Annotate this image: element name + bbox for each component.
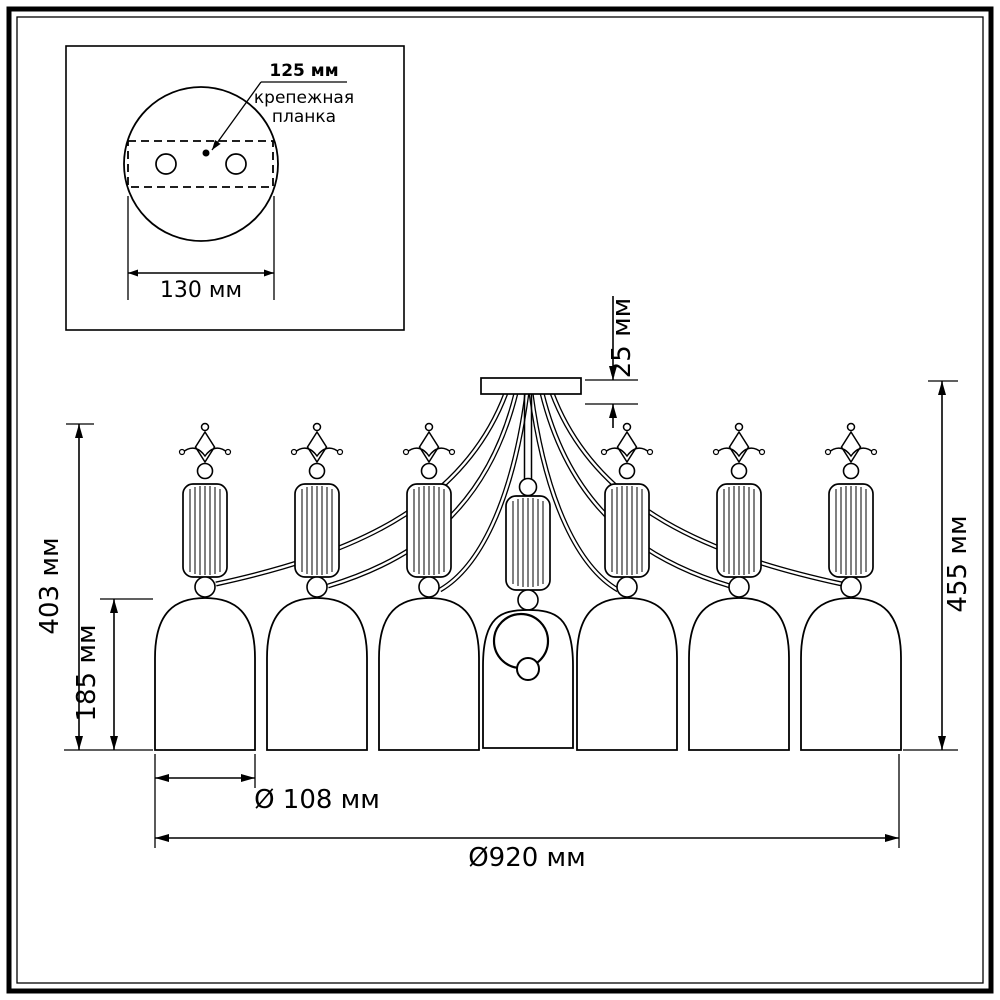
inner-frame xyxy=(16,16,984,984)
dimension-plate-width: 130 мм xyxy=(127,196,275,303)
center-point xyxy=(202,149,210,157)
lamp-6 xyxy=(688,422,790,751)
dimension-shade-height: 185 мм xyxy=(72,598,153,750)
plate-label-line2: планка xyxy=(272,107,336,127)
dim-total-height-label: 455 мм xyxy=(943,515,973,612)
screw-hole-left xyxy=(155,153,177,175)
center-lamp xyxy=(482,394,574,749)
dim-canopy-height-label: 25 мм xyxy=(607,298,637,379)
chandelier xyxy=(154,377,902,751)
dimension-total-height: 455 мм xyxy=(903,380,973,751)
arm-right-outer xyxy=(549,392,843,587)
mounting-bracket-dashed xyxy=(127,140,274,188)
outer-frame xyxy=(6,6,994,994)
center-upper-ball xyxy=(518,477,538,497)
arm-right-inner-inner xyxy=(529,392,619,592)
lamp-7 xyxy=(800,422,902,751)
center-neck-ball xyxy=(517,589,539,611)
dim-fixture-height-label: 403 мм xyxy=(35,537,65,634)
dim-plate-width-label: 130 мм xyxy=(160,278,242,303)
arm-left-inner-inner xyxy=(439,392,529,592)
dimension-total-diameter: Ø920 мм xyxy=(155,754,900,873)
dim-total-diameter-label: Ø920 мм xyxy=(468,843,586,873)
leader-line xyxy=(211,81,262,151)
arm-right-outer-inner xyxy=(550,392,843,586)
extension-line xyxy=(127,196,275,300)
plate-offset-label: 125 мм xyxy=(269,61,338,81)
mounting-plate-inset: 125 мм крепежная планка 130 мм xyxy=(65,45,405,331)
decor-ball xyxy=(516,657,540,681)
lamp-5 xyxy=(576,422,678,751)
center-ribs xyxy=(512,498,544,587)
arm-left-outer-inner xyxy=(215,392,508,586)
dimension-shade-diameter: Ø 108 мм xyxy=(154,754,380,848)
canopy-circle xyxy=(123,86,279,242)
arm-left-outer xyxy=(215,392,509,587)
screw-hole-right xyxy=(225,153,247,175)
dimension-fixture-height: 403 мм xyxy=(35,423,153,751)
extension-line xyxy=(585,379,638,405)
center-hanger-rods xyxy=(523,394,533,479)
lamp-3 xyxy=(378,422,480,751)
plate-label-line1: крепежная xyxy=(254,88,354,108)
dimension-canopy-height: 25 мм xyxy=(585,296,638,428)
ceiling-canopy xyxy=(480,377,582,395)
dim-shade-diameter-label: Ø 108 мм xyxy=(254,785,380,815)
extension-line xyxy=(154,754,256,848)
lamp-2 xyxy=(266,422,368,751)
lamp-1 xyxy=(154,422,256,751)
dim-shade-height-label: 185 мм xyxy=(72,624,102,721)
